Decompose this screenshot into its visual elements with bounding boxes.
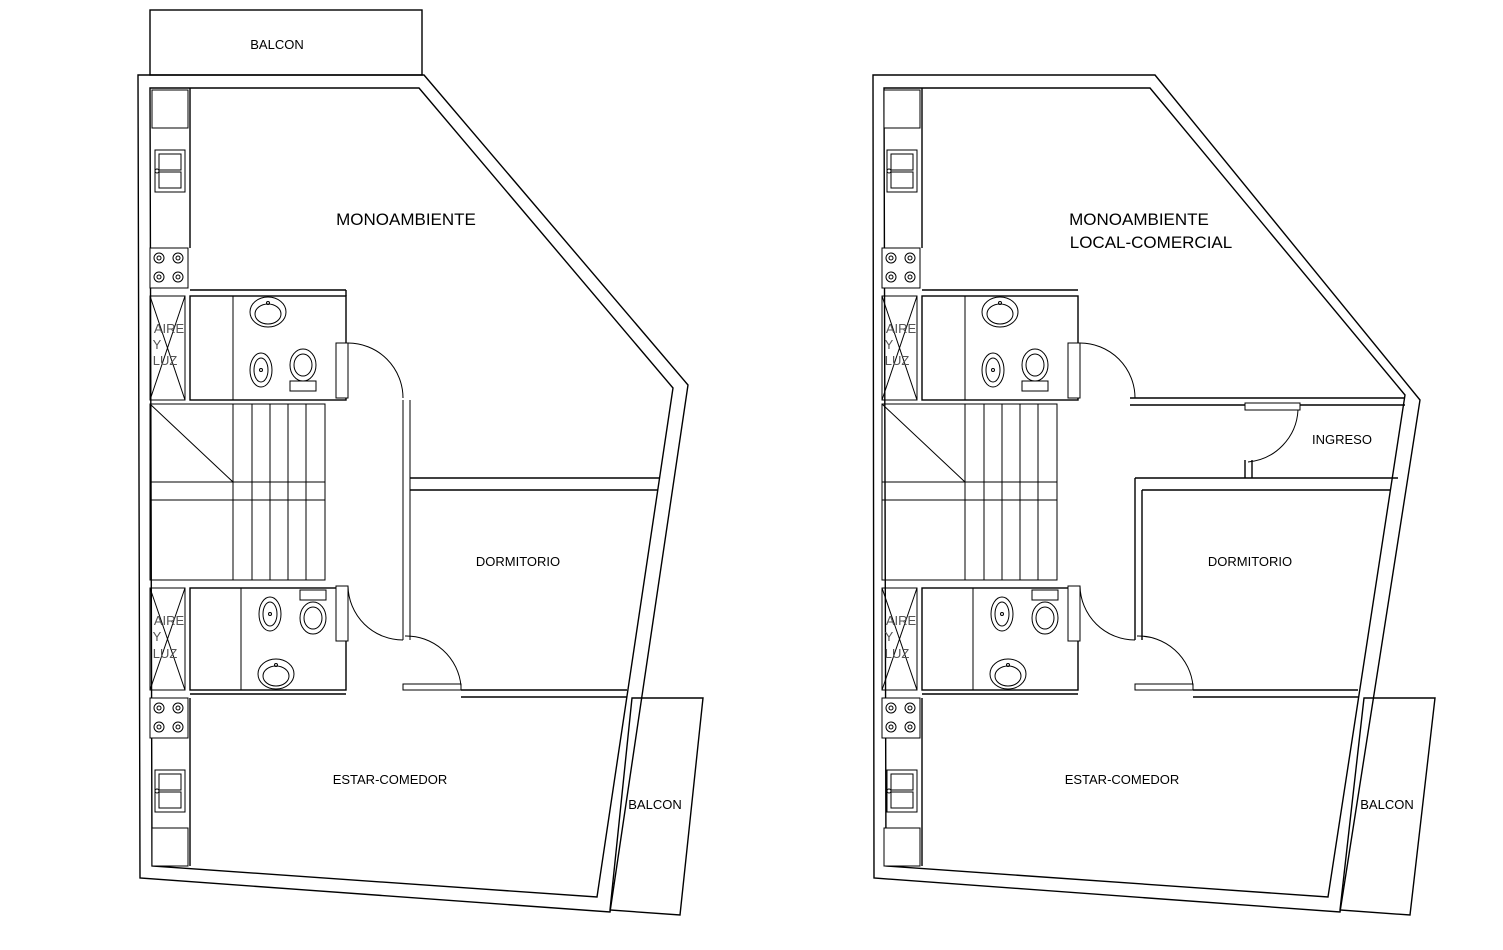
entrance-label: INGRESO (1312, 432, 1372, 447)
shaft-bottom-label-right-2: Y (885, 629, 894, 644)
shaft-top-label-right-2: Y (885, 337, 894, 352)
shaft-bottom-label-2: Y (153, 629, 162, 644)
shaft-bottom-label-1: AIRE (154, 613, 185, 628)
shaft-bottom-label-3: LUZ (153, 646, 178, 661)
living-label: ESTAR-COMEDOR (333, 772, 448, 787)
main-room-label-right: MONOAMBIENTE (1069, 210, 1209, 229)
balcony-top-label: BALCON (250, 37, 303, 52)
main-room-label: MONOAMBIENTE (336, 210, 476, 229)
commercial-label: LOCAL-COMERCIAL (1070, 233, 1232, 252)
floor-plan-right (872, 74, 1436, 916)
shaft-bottom-label-right-3: LUZ (885, 646, 910, 661)
bedroom-label: DORMITORIO (476, 554, 560, 569)
floor-plan-left (137, 9, 704, 916)
shaft-top-label-1: AIRE (154, 321, 185, 336)
shaft-bottom-label-right-1: AIRE (886, 613, 917, 628)
balcony-bottom-label-right: BALCON (1360, 797, 1413, 812)
shaft-top-label-3: LUZ (153, 353, 178, 368)
living-label-right: ESTAR-COMEDOR (1065, 772, 1180, 787)
shaft-top-label-2: Y (153, 337, 162, 352)
shaft-top-label-right-1: AIRE (886, 321, 917, 336)
shaft-top-label-right-3: LUZ (885, 353, 910, 368)
bedroom-label-right: DORMITORIO (1208, 554, 1292, 569)
balcony-bottom-label: BALCON (628, 797, 681, 812)
